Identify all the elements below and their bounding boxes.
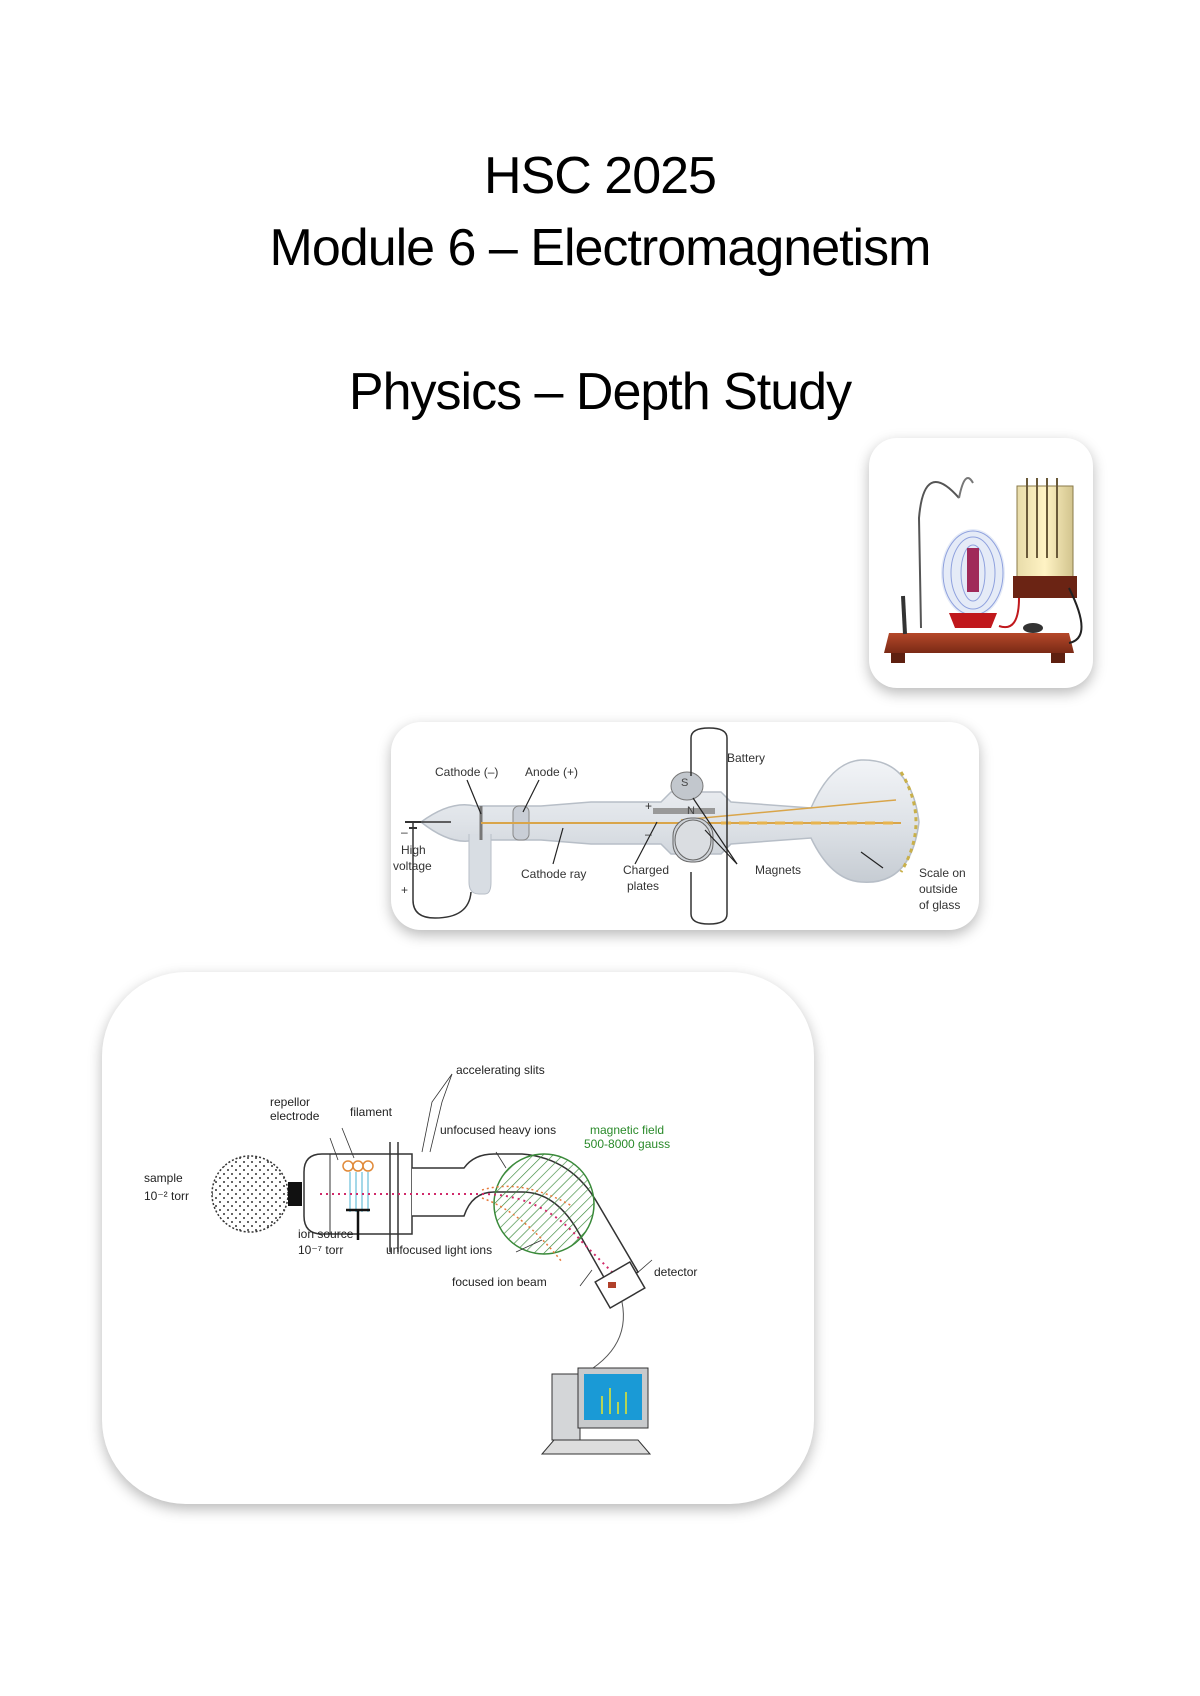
label-ion-source: ion source: [298, 1227, 354, 1241]
cathode-ray-tube-diagram-card: Cathode (–) Anode (+) Battery + – S N – …: [391, 722, 979, 930]
label-plates: plates: [627, 879, 659, 893]
title-block: HSC 2025 Module 6 – Electromagnetism: [0, 140, 1200, 284]
label-plus-top: +: [645, 799, 652, 813]
label-sample-pressure: 10⁻² torr: [144, 1189, 189, 1203]
label-focused-ion-beam: focused ion beam: [452, 1275, 547, 1289]
label-plus-left: +: [401, 883, 408, 897]
label-magnets: Magnets: [755, 863, 801, 877]
label-accelerating-slits: accelerating slits: [456, 1063, 545, 1077]
label-scale-3: of glass: [919, 898, 960, 912]
label-unfocused-heavy-ions: unfocused heavy ions: [440, 1123, 556, 1137]
label-charged: Charged: [623, 863, 669, 877]
mass-spectrometer-diagram: accelerating slits repellor electrode fi…: [144, 1063, 697, 1455]
title-line-2: Module 6 – Electromagnetism: [269, 219, 932, 277]
label-high: High: [401, 843, 426, 857]
label-unfocused-light-ions: unfocused light ions: [386, 1243, 492, 1257]
label-filament: filament: [350, 1105, 393, 1119]
apparatus-illustration-card: [869, 438, 1093, 688]
label-gauss: 500-8000 gauss: [584, 1137, 670, 1151]
label-minus-top: –: [645, 827, 652, 841]
label-ion-pressure: 10⁻⁷ torr: [298, 1243, 343, 1257]
cathode-ray-tube-diagram: Cathode (–) Anode (+) Battery + – S N – …: [393, 727, 966, 925]
label-pole-s: S: [681, 777, 688, 789]
label-pole-n: N: [687, 805, 695, 817]
title-line-1: HSC 2025: [484, 147, 717, 205]
label-detector: detector: [654, 1265, 697, 1279]
label-voltage: voltage: [393, 859, 432, 873]
subtitle: Physics – Depth Study: [348, 363, 852, 421]
mass-spectrometer-diagram-card: accelerating slits repellor electrode fi…: [102, 972, 814, 1504]
label-scale-2: outside: [919, 882, 958, 896]
label-sample: sample: [144, 1171, 183, 1185]
label-magnetic-field: magnetic field: [590, 1123, 664, 1137]
label-cathode: Cathode (–): [435, 765, 498, 779]
label-repellor: repellor: [270, 1095, 310, 1109]
label-anode: Anode (+): [525, 765, 578, 779]
label-electrode: electrode: [270, 1109, 320, 1123]
label-minus-left: –: [401, 825, 408, 839]
electromagnet-apparatus-image: [884, 477, 1083, 663]
label-battery: Battery: [727, 751, 765, 765]
label-scale-1: Scale on: [919, 866, 966, 880]
label-cathode-ray: Cathode ray: [521, 867, 586, 881]
